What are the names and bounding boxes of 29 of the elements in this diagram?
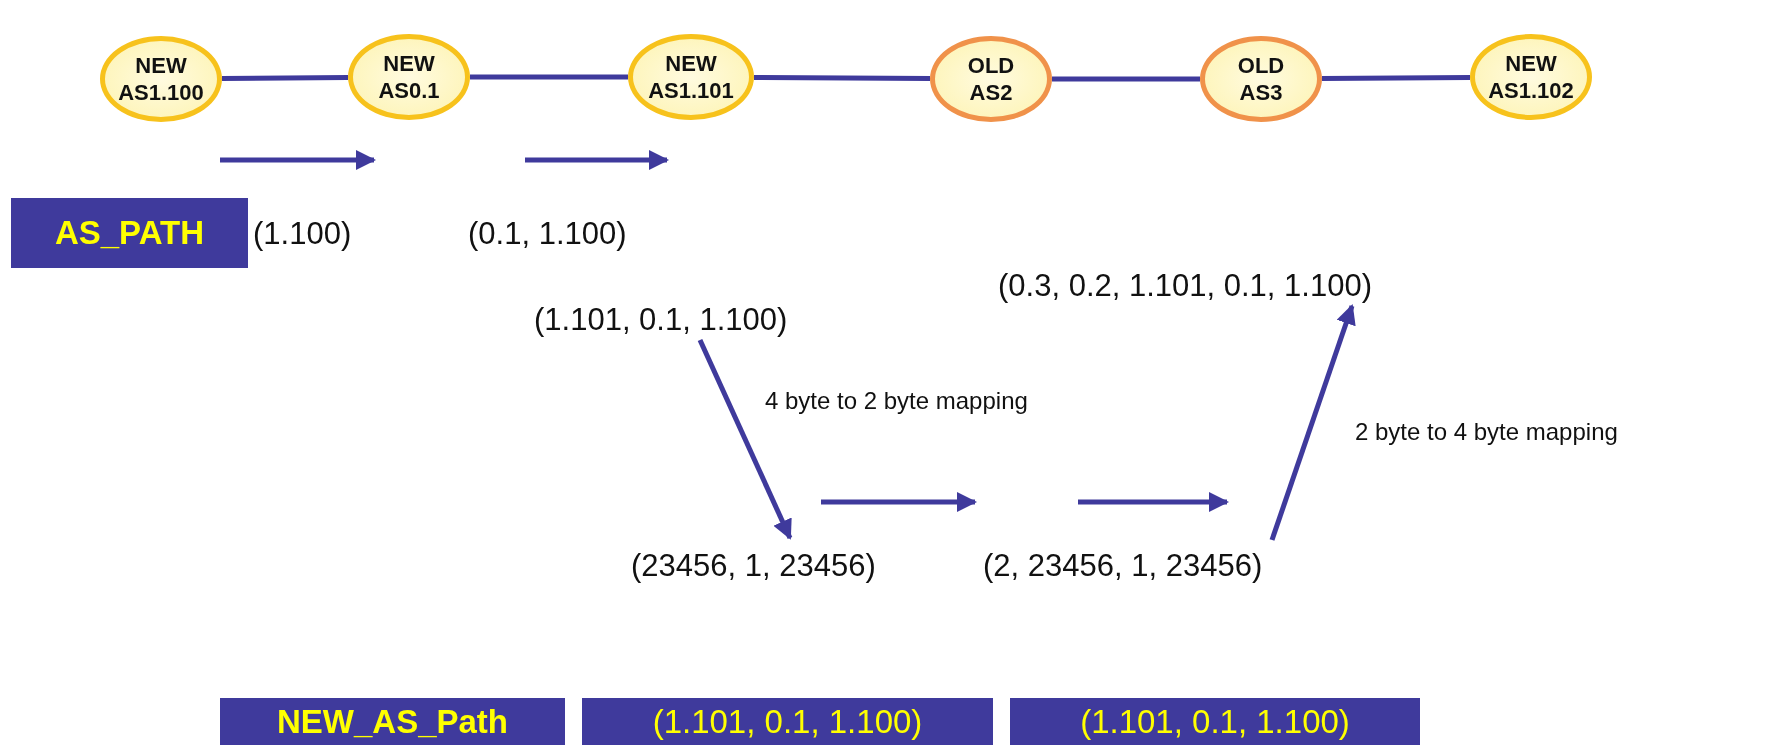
path-text: (0.1, 1.100) bbox=[468, 216, 627, 252]
connector-line bbox=[1322, 74, 1470, 82]
label-box: NEW_AS_Path bbox=[220, 698, 565, 745]
path-text: (2, 23456, 1, 23456) bbox=[983, 548, 1263, 584]
connector-line bbox=[754, 74, 930, 82]
connector-line bbox=[1052, 76, 1200, 82]
label-box: AS_PATH bbox=[11, 198, 248, 268]
node-label: AS1.100 bbox=[118, 79, 204, 106]
node-label: AS0.1 bbox=[378, 77, 440, 104]
node-label: AS1.102 bbox=[1488, 77, 1574, 104]
path-text: (23456, 1, 23456) bbox=[631, 548, 876, 584]
label-box: (1.101, 0.1, 1.100) bbox=[1010, 698, 1420, 745]
connector-line bbox=[221, 75, 349, 81]
node-label: NEW bbox=[383, 50, 435, 77]
node-label: AS2 bbox=[969, 79, 1013, 106]
node-label: OLD bbox=[967, 52, 1015, 79]
path-text: (1.100) bbox=[253, 216, 352, 252]
path-text: (1.101, 0.1, 1.100) bbox=[534, 302, 788, 338]
node-label: AS1.101 bbox=[648, 77, 734, 104]
node-label: NEW bbox=[1505, 50, 1557, 77]
arrow bbox=[1269, 304, 1356, 541]
connector-line bbox=[470, 74, 628, 80]
node-label: AS3 bbox=[1239, 79, 1283, 106]
label-box: (1.101, 0.1, 1.100) bbox=[582, 698, 993, 745]
node-label: NEW bbox=[135, 52, 187, 79]
node-label: NEW bbox=[665, 50, 717, 77]
path-text: (0.3, 0.2, 1.101, 0.1, 1.100) bbox=[998, 268, 1372, 304]
arrow bbox=[697, 338, 793, 540]
node-label: OLD bbox=[1237, 52, 1285, 79]
